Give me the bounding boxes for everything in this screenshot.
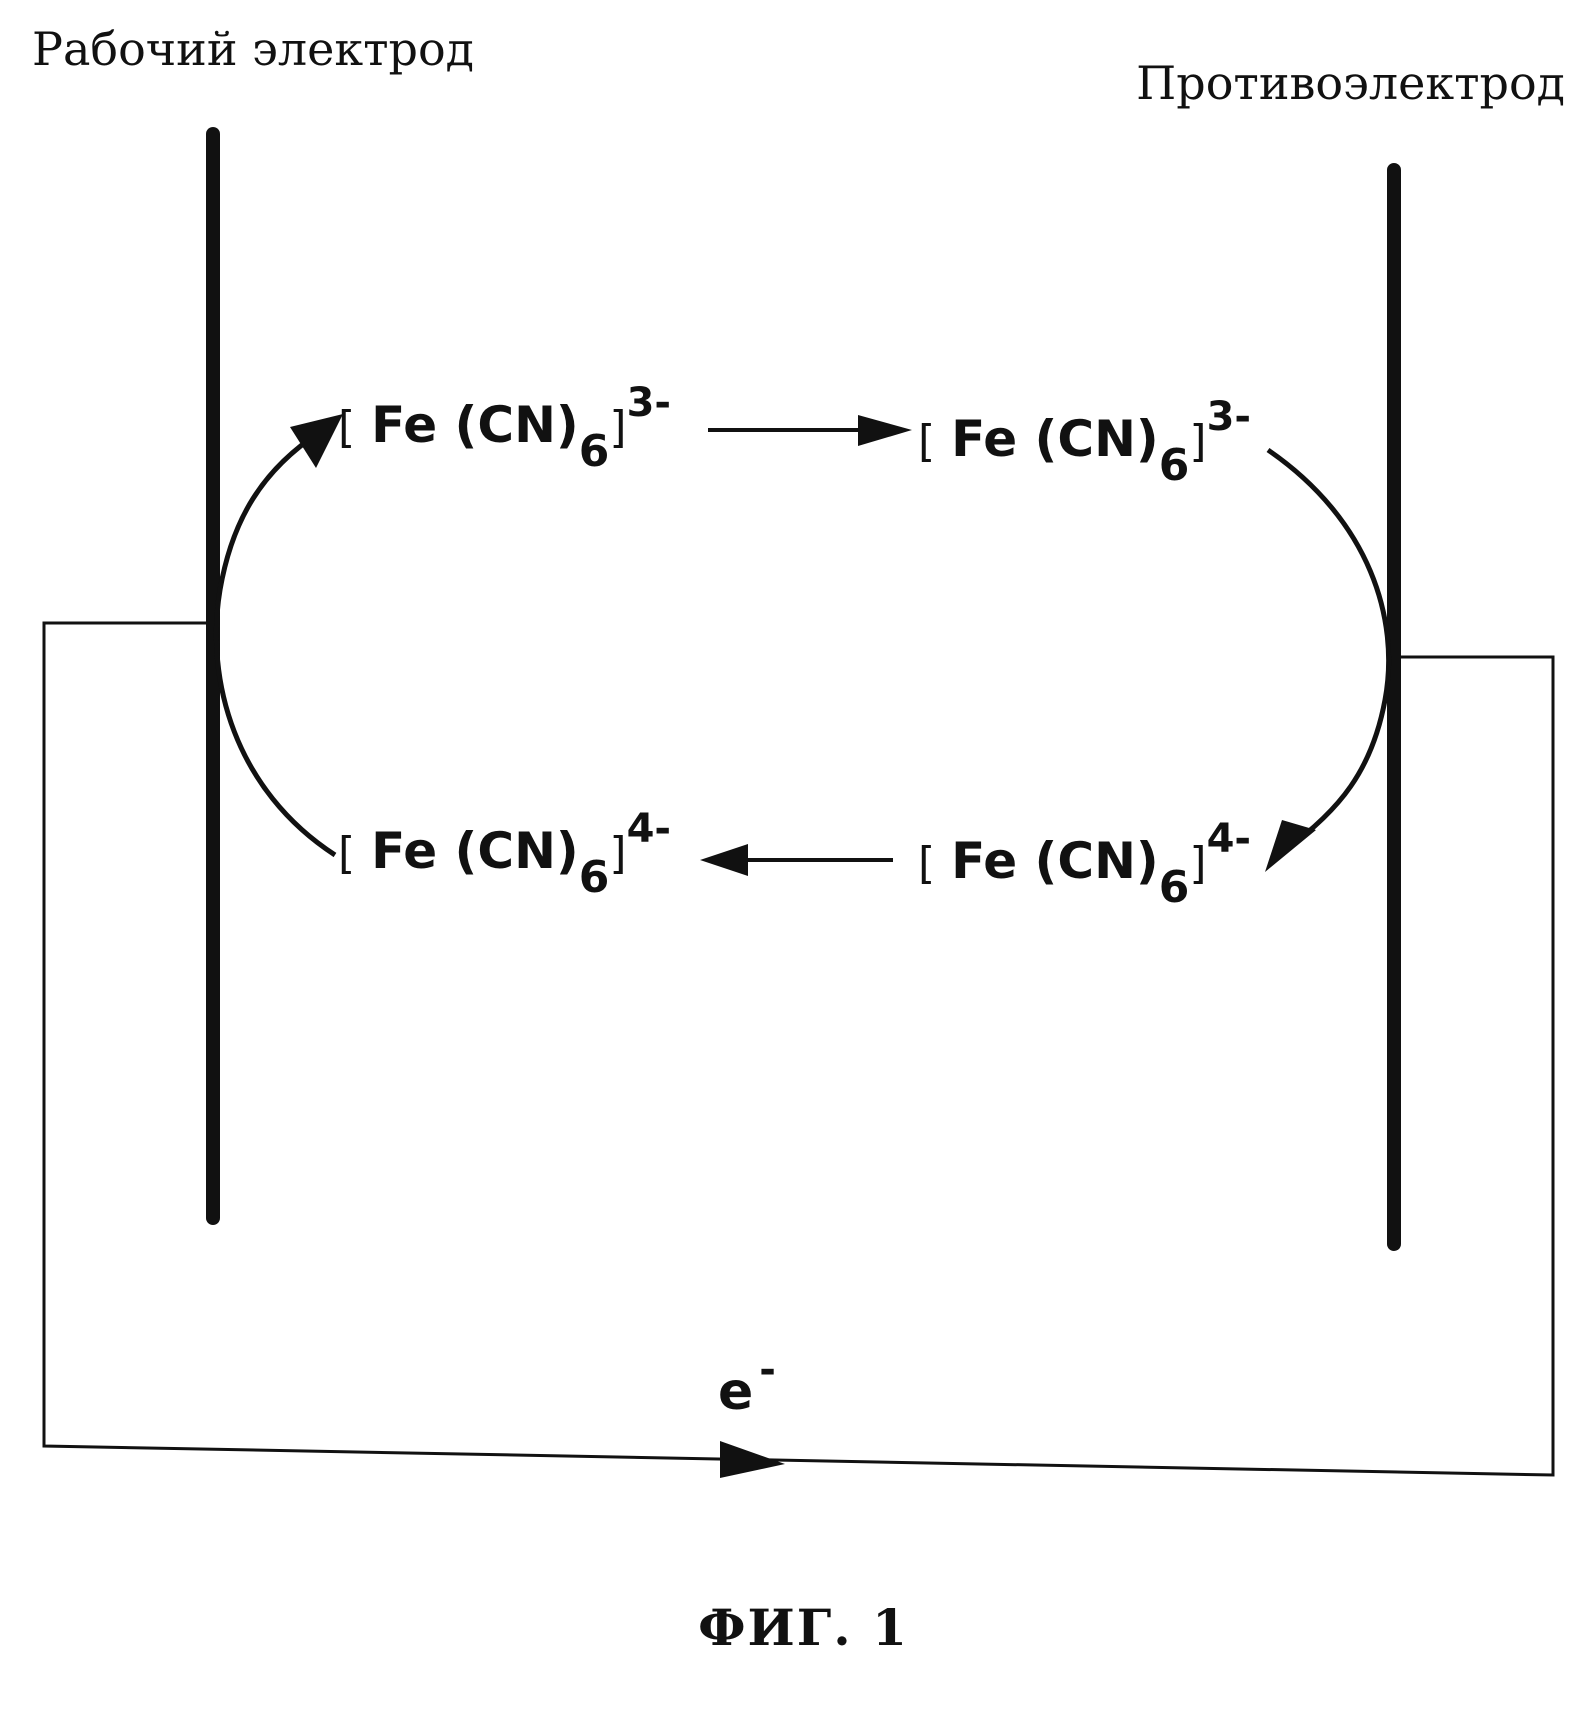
- oxidation-curve: [216, 432, 335, 855]
- electron-charge: -: [759, 1347, 776, 1393]
- complex-subscript: 6: [579, 426, 610, 477]
- complex-charge: 3-: [627, 380, 671, 426]
- complex-bottom-right: [ Fe (CN)6]4-: [918, 836, 1251, 886]
- top-diffusion-arrowhead: [858, 415, 912, 446]
- electron-symbol: e: [718, 1362, 753, 1422]
- oxidation-arrowhead: [290, 414, 343, 468]
- complex-formula: Fe (CN): [371, 396, 579, 454]
- electron-label: e-: [718, 1362, 776, 1422]
- complex-subscript: 6: [1159, 862, 1190, 913]
- complex-charge: 3-: [1207, 394, 1251, 440]
- reduction-curve: [1268, 450, 1389, 850]
- complex-formula: Fe (CN): [951, 832, 1159, 890]
- complex-subscript: 6: [579, 852, 610, 903]
- working-electrode-label: Рабочий электрод: [32, 22, 474, 76]
- counter-electrode-label: Противоэлектрод: [1136, 56, 1565, 110]
- reduction-arrowhead: [1265, 820, 1316, 872]
- complex-charge: 4-: [627, 806, 671, 852]
- complex-formula: Fe (CN): [371, 822, 579, 880]
- complex-top-right: [ Fe (CN)6]3-: [918, 414, 1251, 464]
- bottom-diffusion-arrowhead: [700, 844, 748, 876]
- complex-charge: 4-: [1207, 816, 1251, 862]
- external-circuit-wire: [44, 623, 1553, 1475]
- complex-bottom-left: [ Fe (CN)6]4-: [338, 826, 671, 876]
- complex-top-left: [ Fe (CN)6]3-: [338, 400, 671, 450]
- figure-caption: ФИГ. 1: [0, 1598, 1587, 1657]
- complex-formula: Fe (CN): [951, 410, 1159, 468]
- complex-subscript: 6: [1159, 440, 1190, 491]
